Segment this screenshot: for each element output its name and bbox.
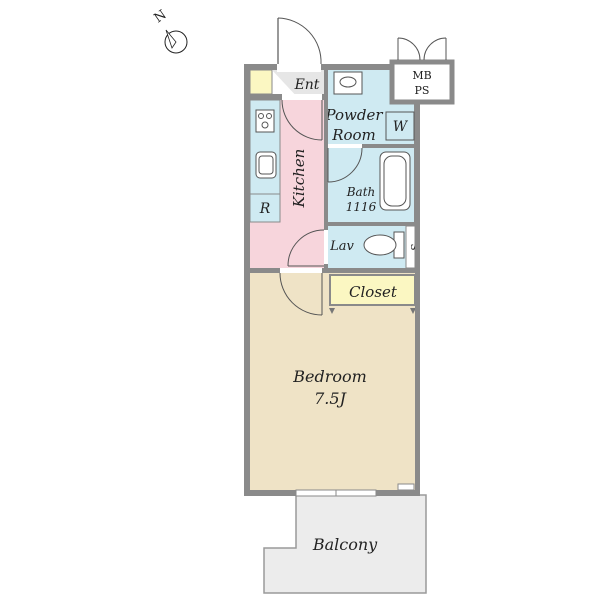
svg-text:PS: PS bbox=[415, 84, 430, 97]
bathtub-icon bbox=[379, 151, 411, 211]
closet-label: Closet bbox=[349, 283, 398, 301]
lavatory-label: Lav bbox=[329, 239, 354, 254]
refrigerator-label: R bbox=[259, 201, 271, 217]
svg-text:1116: 1116 bbox=[346, 200, 377, 214]
north-arrow-icon bbox=[164, 29, 188, 54]
stove-icon bbox=[255, 109, 275, 133]
storage-label: S bbox=[408, 244, 419, 251]
svg-text:MB: MB bbox=[412, 69, 431, 82]
bedroom-label: Bedroom 7.5J bbox=[292, 367, 367, 408]
north-label: N bbox=[152, 7, 170, 26]
svg-text:Room: Room bbox=[331, 126, 376, 144]
closet bbox=[329, 274, 416, 306]
washbasin-icon bbox=[333, 71, 363, 95]
powder-room-label: Powder Room bbox=[324, 106, 383, 144]
balcony-label: Balcony bbox=[312, 535, 378, 554]
meter-box-doors bbox=[397, 37, 447, 61]
washer-space bbox=[385, 111, 415, 141]
toilet-icon bbox=[363, 231, 405, 259]
sink-icon bbox=[255, 151, 277, 179]
bath-label: Bath 1116 bbox=[346, 185, 377, 214]
meter-box-label: MB PS bbox=[412, 69, 431, 97]
svg-text:Bedroom: Bedroom bbox=[292, 367, 367, 386]
vent bbox=[397, 483, 415, 491]
svg-text:7.5J: 7.5J bbox=[314, 389, 347, 408]
washer-label: W bbox=[393, 119, 409, 135]
refrigerator bbox=[249, 193, 281, 223]
shoe-box bbox=[249, 69, 273, 95]
svg-text:Bath: Bath bbox=[346, 185, 376, 199]
compass: N bbox=[152, 7, 188, 54]
entrance-label: Ent bbox=[294, 77, 320, 93]
kitchen-label: Kitchen bbox=[290, 149, 308, 209]
balcony-window bbox=[295, 489, 377, 497]
balcony: Balcony bbox=[263, 494, 427, 594]
interior-doors bbox=[279, 94, 363, 316]
svg-text:Powder: Powder bbox=[324, 106, 383, 124]
entrance-door bbox=[277, 17, 322, 72]
meter-box bbox=[389, 59, 455, 105]
